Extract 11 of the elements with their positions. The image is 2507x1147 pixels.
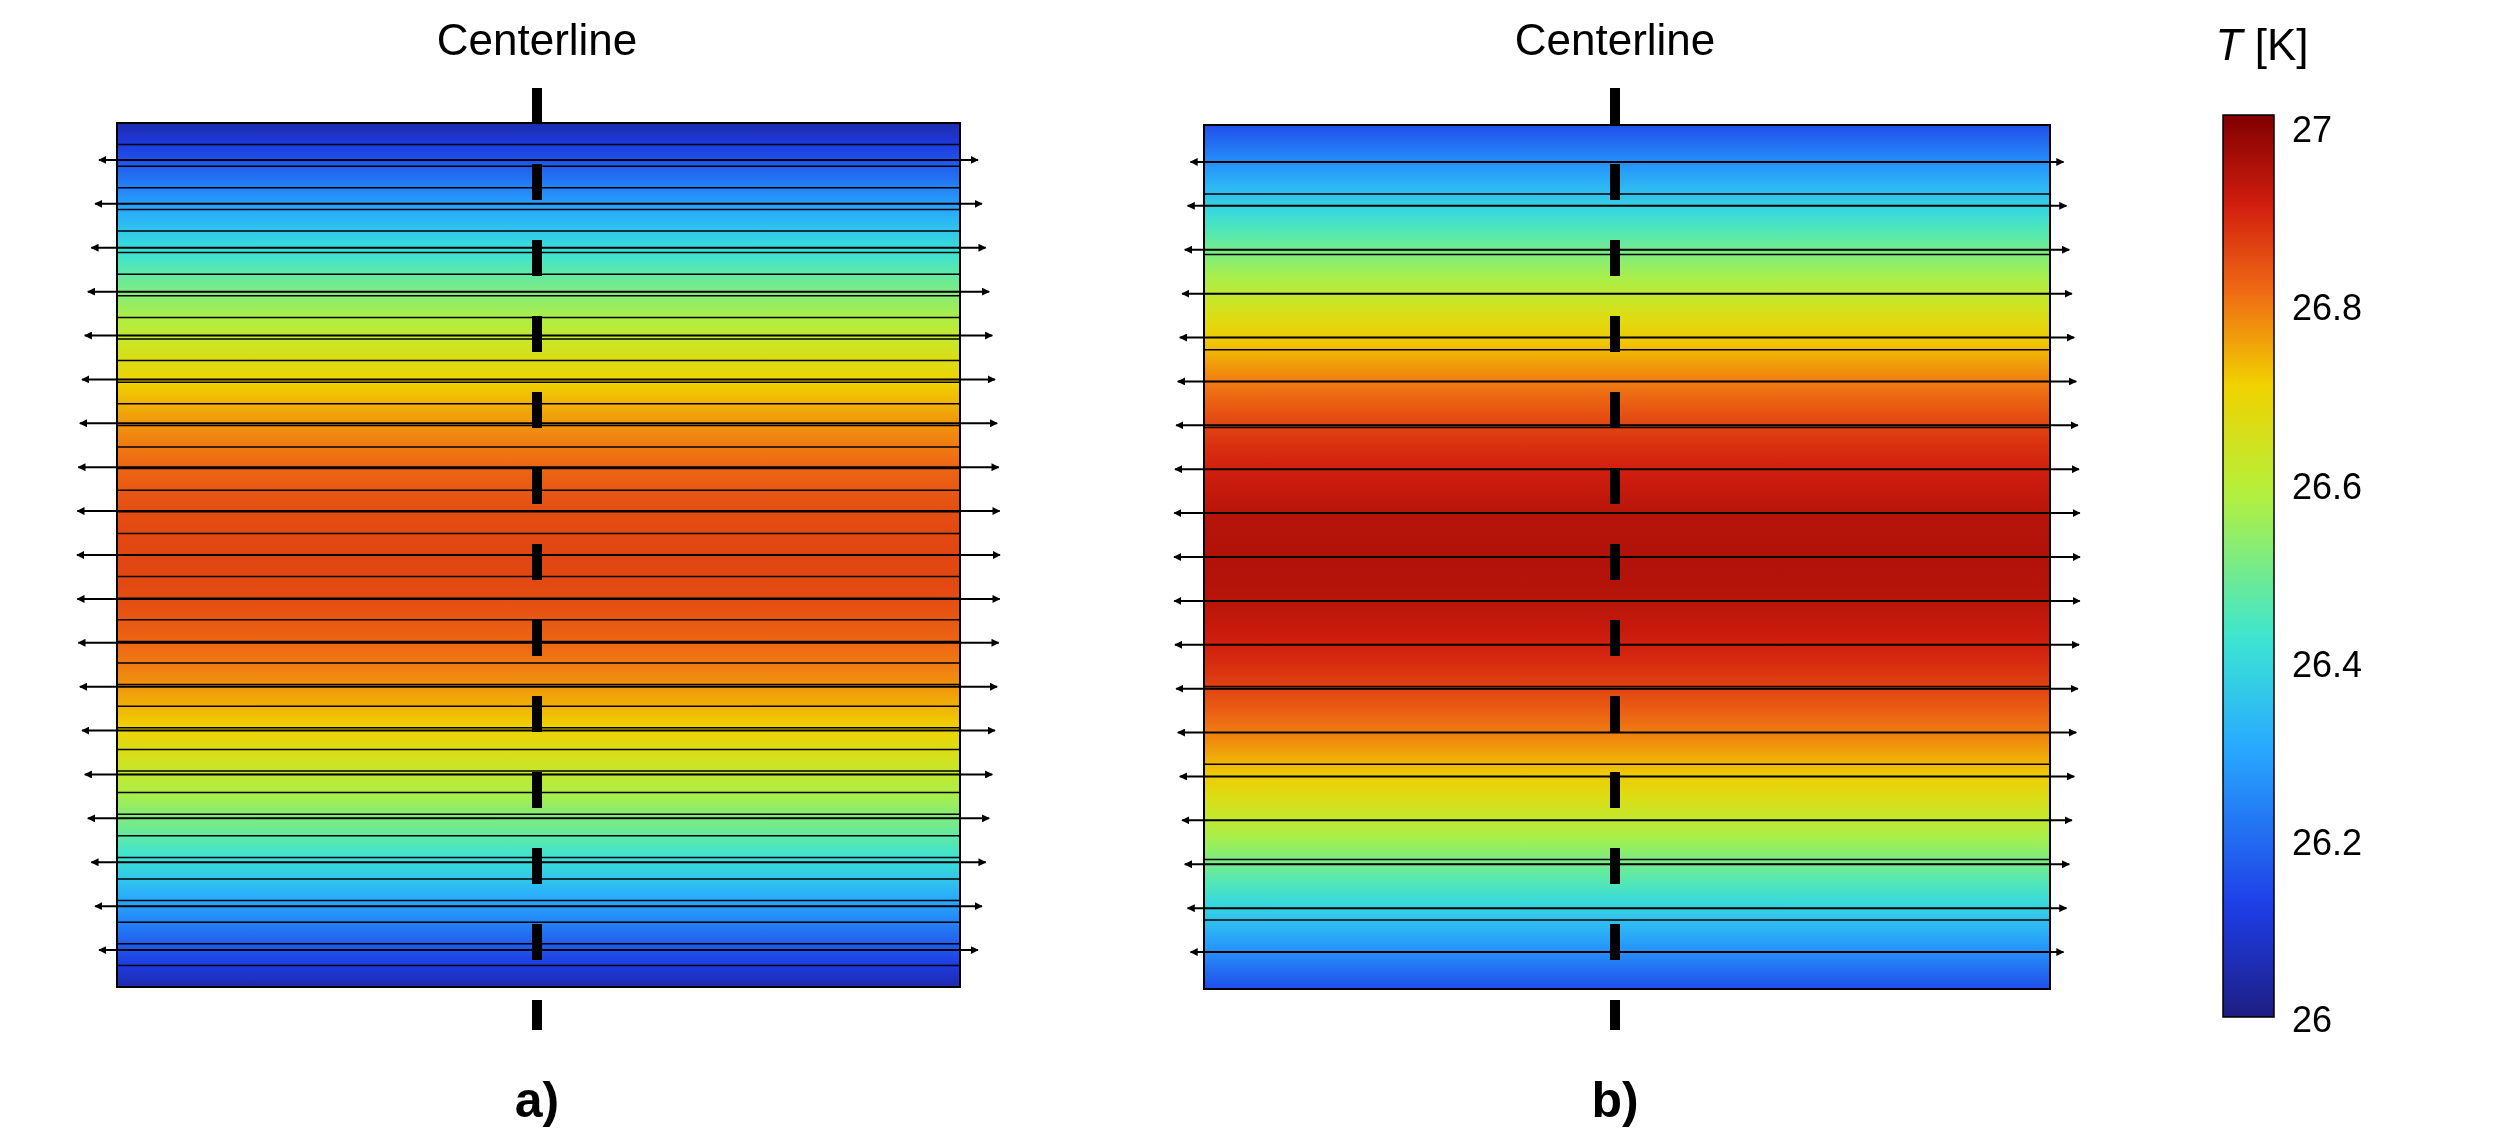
colorbar-tick-label: 27 bbox=[2292, 112, 2333, 148]
panel-label: a) bbox=[514, 1075, 560, 1125]
colorbar-tick-label: 26 bbox=[2292, 1002, 2333, 1038]
colorbar-tick-label: 26.6 bbox=[2292, 469, 2363, 505]
panel-heading: Centerline bbox=[1514, 18, 1716, 62]
colorbar-tick-label: 26.2 bbox=[2292, 825, 2363, 861]
colorbar-tick-label: 26.4 bbox=[2292, 647, 2363, 683]
panel-heading: Centerline bbox=[436, 18, 638, 62]
colorbar-tick-label: 26.8 bbox=[2292, 290, 2363, 326]
colorbar-title: T [K] bbox=[2215, 23, 2309, 67]
panel-label: b) bbox=[1591, 1075, 1639, 1125]
